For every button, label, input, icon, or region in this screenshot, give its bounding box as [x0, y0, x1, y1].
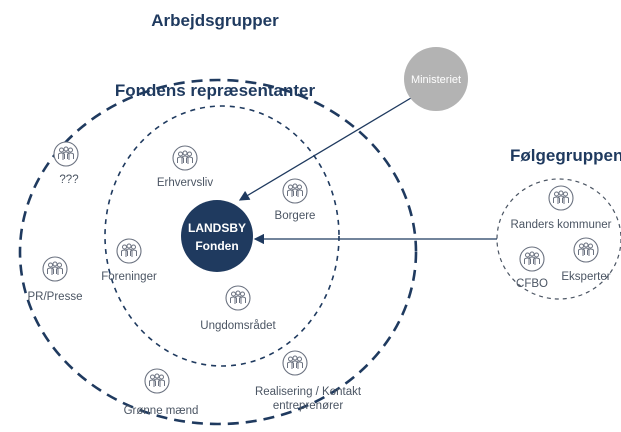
borgere-label: Borgere	[275, 210, 316, 222]
realisering-label-line2: entreprenører	[273, 400, 343, 412]
foreninger-people-icon	[116, 238, 142, 264]
realisering-people-icon	[282, 350, 308, 376]
realisering-label-line1: Realisering / Kontakt	[255, 386, 362, 398]
landsby-fonden-node	[181, 200, 253, 272]
outer-circle	[18, 78, 418, 426]
eksperter-people-icon	[573, 237, 599, 263]
title-fondens-repraesentanter: Fondens repræsentanter	[115, 81, 316, 100]
title-folgegruppen: Følgegruppen	[510, 146, 621, 165]
gronne-maend-people-icon	[144, 368, 170, 394]
erhvervsliv-people-icon	[172, 145, 198, 171]
unknown-people-icon	[53, 141, 79, 167]
arrow-ministeriet-to-center	[238, 94, 417, 201]
erhvervsliv-label: Erhvervsliv	[157, 177, 213, 189]
cfbo-people-icon	[519, 246, 545, 272]
gronne-maend-label: Grønne mænd	[124, 405, 199, 417]
randers-label: Randers kommuner	[511, 219, 612, 231]
ungdomsraadet-label: Ungdomsrådet	[200, 320, 276, 332]
eksperter-label: Eksperter	[561, 271, 610, 283]
ministeriet-label: Ministeriet	[411, 74, 461, 86]
ministeriet-node	[404, 47, 468, 111]
borgere-people-icon	[282, 178, 308, 204]
pr-presse-label: PR/Presse	[28, 291, 83, 303]
unknown-label: ???	[59, 174, 78, 186]
ungdomsraadet-people-icon	[225, 285, 251, 311]
pr-presse-people-icon	[42, 256, 68, 282]
cfbo-label: CFBO	[516, 278, 548, 290]
foreninger-label: Foreninger	[101, 271, 157, 283]
center-label-line1: LANDSBY	[188, 221, 246, 235]
center-label-line2: Fonden	[195, 239, 238, 253]
randers-people-icon	[548, 185, 574, 211]
inner-circle	[104, 105, 340, 367]
title-arbejdsgrupper: Arbejdsgrupper	[151, 11, 279, 30]
